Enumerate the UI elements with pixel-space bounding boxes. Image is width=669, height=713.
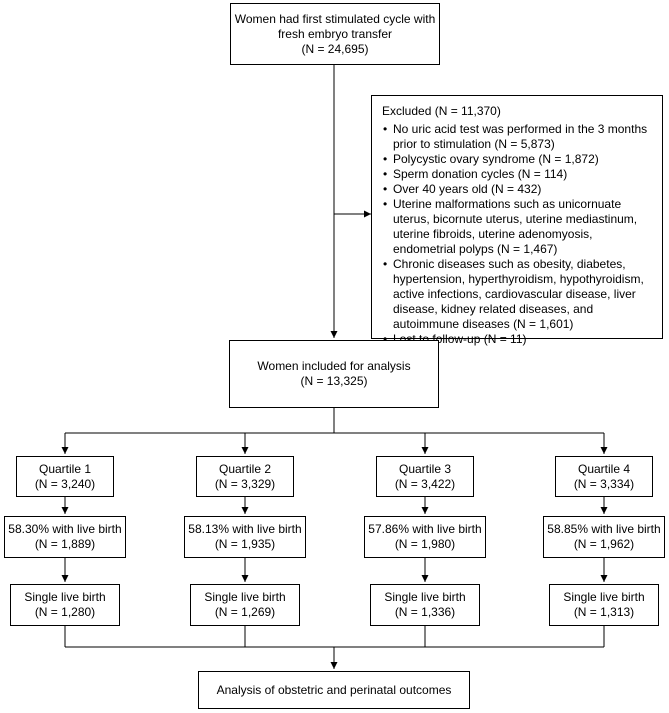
exclusion-item: Sperm donation cycles (N = 114): [382, 167, 654, 182]
outcome-analysis-box: Analysis of obstetric and perinatal outc…: [198, 671, 470, 709]
quartile-4-label: Quartile 4: [577, 461, 631, 476]
exclusion-item: Polycystic ovary syndrome (N = 1,872): [382, 152, 654, 167]
live-birth-1-rate: 58.30% with live birth: [8, 522, 122, 536]
initial-cohort-line1: Women had first stimulated cycle with: [234, 11, 436, 26]
exclusion-item: Chronic diseases such as obesity, diabet…: [382, 257, 654, 332]
quartile-1-box: Quartile 1 (N = 3,240): [16, 456, 114, 497]
live-birth-1-box: 58.30% with live birth (N = 1,889): [4, 516, 126, 558]
single-birth-4-box: Single live birth (N = 1,313): [549, 584, 659, 626]
live-birth-2-rate: 58.13% with live birth: [188, 522, 302, 536]
exclusion-list: No uric acid test was performed in the 3…: [382, 122, 654, 347]
single-birth-2-box: Single live birth (N = 1,269): [190, 584, 300, 626]
single-birth-2-label: Single live birth: [204, 590, 286, 604]
single-birth-4-count: (N = 1,313): [573, 605, 635, 619]
quartile-1-label: Quartile 1: [38, 461, 92, 476]
live-birth-2-count: (N = 1,935): [214, 537, 276, 551]
quartile-2-count: (N = 3,329): [214, 476, 276, 491]
included-label: Women included for analysis: [257, 359, 411, 373]
single-birth-3-count: (N = 1,336): [394, 605, 456, 619]
included-box: Women included for analysis (N = 13,325): [229, 340, 439, 408]
live-birth-1-count: (N = 1,889): [34, 537, 96, 551]
outcome-analysis-label: Analysis of obstetric and perinatal outc…: [216, 682, 452, 697]
live-birth-3-rate: 57.86% with live birth: [368, 522, 482, 536]
quartile-4-box: Quartile 4 (N = 3,334): [555, 456, 653, 497]
live-birth-4-box: 58.85% with live birth (N = 1,962): [543, 516, 665, 558]
exclusion-item: No uric acid test was performed in the 3…: [382, 122, 654, 152]
quartile-3-label: Quartile 3: [398, 461, 452, 476]
single-birth-4-label: Single live birth: [563, 590, 645, 604]
exclusion-item: Over 40 years old (N = 432): [382, 182, 654, 197]
initial-cohort-line2: fresh embryo transfer: [277, 26, 393, 41]
single-birth-1-count: (N = 1,280): [34, 605, 96, 619]
excluded-title: Excluded (N = 11,370): [382, 104, 501, 118]
live-birth-4-count: (N = 1,962): [573, 537, 635, 551]
live-birth-2-box: 58.13% with live birth (N = 1,935): [184, 516, 306, 558]
single-birth-3-label: Single live birth: [384, 590, 466, 604]
quartile-3-count: (N = 3,422): [394, 476, 456, 491]
initial-cohort-box: Women had first stimulated cycle with fr…: [230, 3, 440, 65]
quartile-2-box: Quartile 2 (N = 3,329): [196, 456, 294, 497]
quartile-3-box: Quartile 3 (N = 3,422): [376, 456, 474, 497]
live-birth-3-box: 57.86% with live birth (N = 1,980): [364, 516, 486, 558]
quartile-1-count: (N = 3,240): [34, 476, 96, 491]
included-count: (N = 13,325): [300, 374, 368, 388]
single-birth-3-box: Single live birth (N = 1,336): [370, 584, 480, 626]
exclusion-item: Uterine malformations such as unicornuat…: [382, 197, 654, 257]
live-birth-3-count: (N = 1,980): [394, 537, 456, 551]
initial-cohort-count: (N = 24,695): [301, 41, 369, 56]
quartile-2-label: Quartile 2: [218, 461, 272, 476]
single-birth-1-label: Single live birth: [24, 590, 106, 604]
live-birth-4-rate: 58.85% with live birth: [547, 522, 661, 536]
single-birth-2-count: (N = 1,269): [214, 605, 276, 619]
excluded-box: Excluded (N = 11,370) No uric acid test …: [371, 95, 663, 347]
quartile-4-count: (N = 3,334): [573, 476, 635, 491]
single-birth-1-box: Single live birth (N = 1,280): [10, 584, 120, 626]
